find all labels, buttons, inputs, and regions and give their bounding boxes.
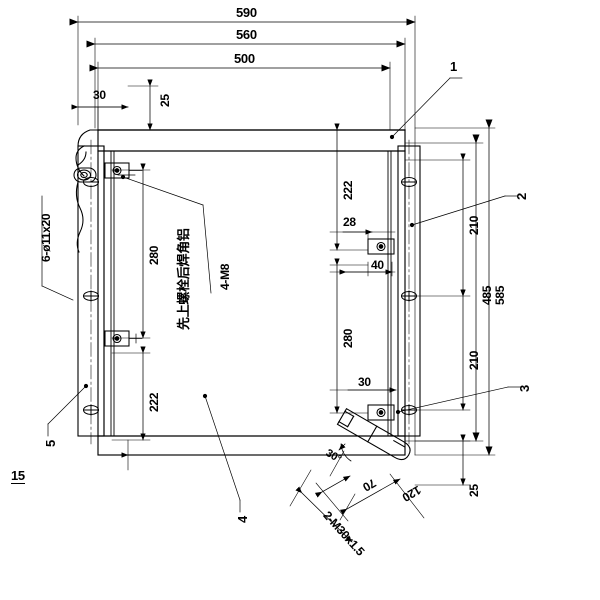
- dimension-560: 560: [236, 27, 257, 42]
- dimension-25-right: 25: [467, 484, 481, 497]
- note-assembly-instruction: 先上螺栓后焊角铝: [177, 228, 192, 330]
- dimension-500: 500: [234, 51, 255, 66]
- callout-1: 1: [450, 59, 457, 74]
- dimension-485: 485: [480, 285, 494, 305]
- note-hole-spec: 6-ø11x20: [39, 213, 53, 262]
- dimension-222-upper: 222: [341, 180, 355, 200]
- dimension-30-inner: 30: [358, 375, 371, 389]
- callout-5: 5: [43, 440, 58, 447]
- dimension-210-lower: 210: [467, 350, 481, 370]
- callout-2: 2: [514, 193, 529, 200]
- dimension-40: 40: [371, 258, 384, 272]
- callout-4: 4: [235, 516, 250, 523]
- callout-3: 3: [517, 385, 532, 392]
- dimension-585: 585: [493, 285, 507, 305]
- dimension-25-top: 25: [158, 94, 172, 107]
- dimension-280-left: 280: [147, 245, 161, 265]
- dimension-590: 590: [236, 5, 257, 20]
- dimension-28: 28: [343, 215, 356, 229]
- dimension-280-inner: 280: [341, 328, 355, 348]
- dimension-30-top: 30: [93, 88, 106, 102]
- dimension-222-left: 222: [147, 392, 161, 412]
- sheet-note: 15: [11, 468, 25, 484]
- note-bolt-spec: 4-M8: [218, 263, 232, 290]
- dimension-210-upper: 210: [467, 215, 481, 235]
